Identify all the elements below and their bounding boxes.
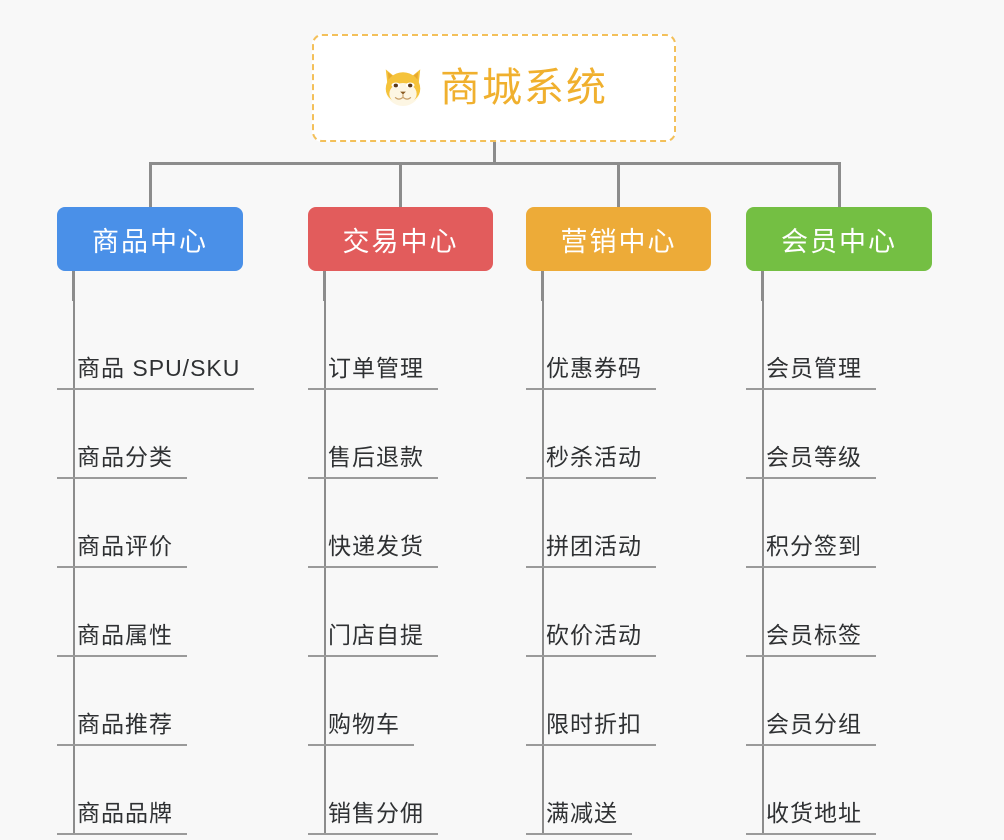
leaf-label: 门店自提 xyxy=(308,622,438,657)
leaf-trunk-2 xyxy=(324,301,326,835)
leaf-trunk-1 xyxy=(73,301,75,835)
leaf-label: 会员等级 xyxy=(746,444,876,479)
leaf-label: 会员分组 xyxy=(746,711,876,746)
branch-column-marketing: 营销中心 优惠券码 秒杀活动 拼团活动 砍价活动 限时折扣 满减送 xyxy=(526,207,726,835)
leaf-label: 会员标签 xyxy=(746,622,876,657)
leaf-item[interactable]: 会员等级 xyxy=(746,390,946,479)
leaf-item[interactable]: 拼团活动 xyxy=(526,479,726,568)
leaf-label: 砍价活动 xyxy=(526,622,656,657)
leaf-label: 商品分类 xyxy=(57,444,187,479)
root-title: 商城系统 xyxy=(440,66,608,110)
leaf-label: 销售分佣 xyxy=(308,800,438,835)
leaf-label: 限时折扣 xyxy=(526,711,656,746)
branch-header-marketing[interactable]: 营销中心 xyxy=(526,207,711,271)
leaf-item[interactable]: 商品属性 xyxy=(57,568,287,657)
connector-horizontal-bar xyxy=(150,162,840,165)
connector-drop-4 xyxy=(838,162,841,208)
connector-header-to-leaves-3 xyxy=(541,271,544,301)
branch-column-member: 会员中心 会员管理 会员等级 积分签到 会员标签 会员分组 收货地址 xyxy=(746,207,946,835)
leaf-label: 秒杀活动 xyxy=(526,444,656,479)
leaf-label: 购物车 xyxy=(308,711,414,746)
leaf-label: 订单管理 xyxy=(308,355,438,390)
leaf-item[interactable]: 商品 SPU/SKU xyxy=(57,301,287,390)
leaf-list-trade: 订单管理 售后退款 快递发货 门店自提 购物车 销售分佣 xyxy=(308,301,508,835)
leaf-item[interactable]: 秒杀活动 xyxy=(526,390,726,479)
leaf-item[interactable]: 商品评价 xyxy=(57,479,287,568)
leaf-item[interactable]: 会员管理 xyxy=(746,301,946,390)
leaf-item[interactable]: 订单管理 xyxy=(308,301,508,390)
leaf-list-member: 会员管理 会员等级 积分签到 会员标签 会员分组 收货地址 xyxy=(746,301,946,835)
root-node[interactable]: 商城系统 xyxy=(312,34,676,142)
leaf-item[interactable]: 砍价活动 xyxy=(526,568,726,657)
branch-header-product[interactable]: 商品中心 xyxy=(57,207,243,271)
leaf-label: 会员管理 xyxy=(746,355,876,390)
leaf-item[interactable]: 商品推荐 xyxy=(57,657,287,746)
leaf-item[interactable]: 收货地址 xyxy=(746,746,946,835)
shiba-dog-face-icon xyxy=(385,69,421,106)
connector-header-to-leaves-1 xyxy=(72,271,75,301)
leaf-item[interactable]: 优惠券码 xyxy=(526,301,726,390)
branch-header-label: 交易中心 xyxy=(342,226,459,257)
leaf-item[interactable]: 商品品牌 xyxy=(57,746,287,835)
connector-root-stem xyxy=(493,142,496,164)
branch-header-member[interactable]: 会员中心 xyxy=(746,207,932,271)
leaf-trunk-4 xyxy=(762,301,764,835)
leaf-list-product: 商品 SPU/SKU 商品分类 商品评价 商品属性 商品推荐 商品品牌 xyxy=(57,301,287,835)
leaf-label: 快递发货 xyxy=(308,533,438,568)
leaf-item[interactable]: 会员分组 xyxy=(746,657,946,746)
leaf-item[interactable]: 销售分佣 xyxy=(308,746,508,835)
connector-drop-3 xyxy=(617,162,620,208)
leaf-item[interactable]: 积分签到 xyxy=(746,479,946,568)
leaf-item[interactable]: 门店自提 xyxy=(308,568,508,657)
leaf-label: 收货地址 xyxy=(746,800,876,835)
leaf-list-marketing: 优惠券码 秒杀活动 拼团活动 砍价活动 限时折扣 满减送 xyxy=(526,301,726,835)
leaf-label: 满减送 xyxy=(526,800,632,835)
leaf-label: 商品推荐 xyxy=(57,711,187,746)
leaf-item[interactable]: 售后退款 xyxy=(308,390,508,479)
leaf-label: 商品属性 xyxy=(57,622,187,657)
connector-header-to-leaves-4 xyxy=(761,271,764,301)
leaf-item[interactable]: 会员标签 xyxy=(746,568,946,657)
connector-header-to-leaves-2 xyxy=(323,271,326,301)
leaf-item[interactable]: 快递发货 xyxy=(308,479,508,568)
leaf-trunk-3 xyxy=(542,301,544,835)
leaf-label: 拼团活动 xyxy=(526,533,656,568)
branch-header-label: 营销中心 xyxy=(560,226,677,257)
leaf-item[interactable]: 购物车 xyxy=(308,657,508,746)
leaf-label: 商品品牌 xyxy=(57,800,187,835)
branch-column-trade: 交易中心 订单管理 售后退款 快递发货 门店自提 购物车 销售分佣 xyxy=(308,207,508,835)
branch-header-label: 商品中心 xyxy=(92,226,208,257)
branch-column-product: 商品中心 商品 SPU/SKU 商品分类 商品评价 商品属性 商品推荐 商品品牌 xyxy=(57,207,287,835)
leaf-item[interactable]: 满减送 xyxy=(526,746,726,835)
connector-drop-2 xyxy=(399,162,402,208)
leaf-label: 售后退款 xyxy=(308,444,438,479)
connector-drop-1 xyxy=(149,162,152,208)
leaf-label: 积分签到 xyxy=(746,533,876,568)
branch-header-label: 会员中心 xyxy=(781,226,897,257)
leaf-item[interactable]: 商品分类 xyxy=(57,390,287,479)
branch-header-trade[interactable]: 交易中心 xyxy=(308,207,493,271)
leaf-item[interactable]: 限时折扣 xyxy=(526,657,726,746)
leaf-label: 优惠券码 xyxy=(526,355,656,390)
leaf-label: 商品 SPU/SKU xyxy=(57,355,255,390)
leaf-label: 商品评价 xyxy=(57,533,187,568)
